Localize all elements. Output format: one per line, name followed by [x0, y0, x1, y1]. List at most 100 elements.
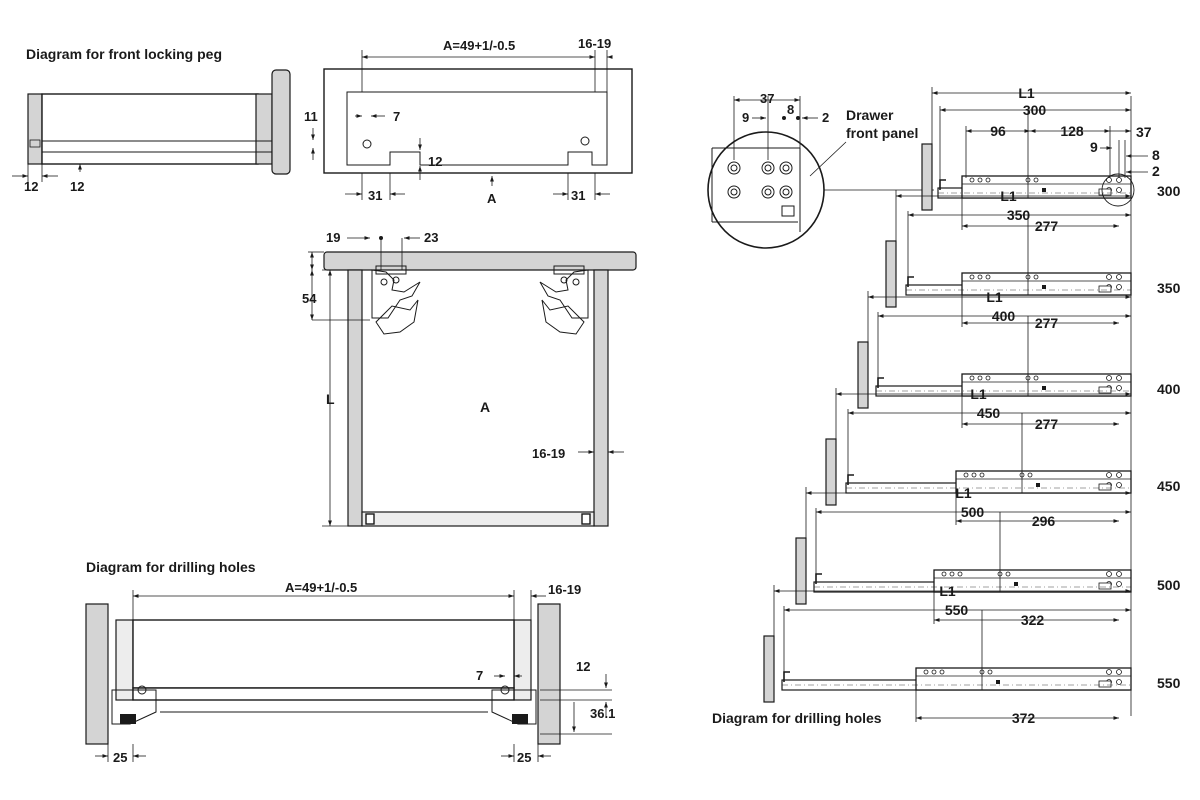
runner-size-label: 300: [1157, 183, 1181, 199]
runner-rear-hole: [1116, 274, 1122, 280]
runner-hole: [969, 375, 975, 381]
top-dim-8: 8: [1152, 147, 1160, 163]
dim-31-left: 31: [368, 188, 382, 203]
dim-23: 23: [424, 230, 438, 245]
label-drawer: Drawer: [846, 107, 894, 123]
side-dim-12-left: 12: [24, 179, 38, 194]
runner-length-label: 550: [945, 602, 969, 618]
runner-rear-hole: [1106, 472, 1112, 478]
runner-rear-hole: [1106, 669, 1112, 675]
runner-hole: [1033, 375, 1039, 381]
runner-front-panel: [857, 341, 869, 409]
runner-rear-hole: [1106, 375, 1112, 381]
top-dim-2: 2: [1152, 163, 1160, 179]
label-a-cabinet: A: [480, 399, 490, 415]
runner-length-label: 300: [1023, 102, 1047, 118]
runner-l1-label: L1: [955, 485, 972, 501]
runner-front-panel: [885, 240, 897, 308]
top-dim-128: 128: [1060, 123, 1084, 139]
detail-dim-2: 2: [822, 110, 829, 125]
runner-l1-label: L1: [986, 289, 1003, 305]
runner-hole: [977, 177, 983, 183]
dim-12-drilling: 12: [576, 659, 590, 674]
runner-stop: [1042, 386, 1046, 390]
runner-rear-hole: [1116, 375, 1122, 381]
runner-hole: [977, 274, 983, 280]
runner-hole: [979, 472, 985, 478]
runner-rear-hole: [1116, 472, 1122, 478]
dim-25-left: 25: [113, 750, 127, 765]
dim-11: 11: [304, 109, 318, 124]
title-front-locking-peg: Diagram for front locking peg: [26, 46, 222, 62]
runner-hole: [957, 571, 963, 577]
runner-bottom-label: 372: [1012, 710, 1036, 726]
runner-rear-hole: [1116, 482, 1122, 488]
runner-stop: [1042, 285, 1046, 289]
dim-7-drilling: 7: [476, 668, 483, 683]
runner-hole: [969, 274, 975, 280]
runner-hole: [1027, 472, 1033, 478]
runner-size-label: 350: [1157, 280, 1181, 296]
runner-stop: [1042, 188, 1046, 192]
runner-hole: [969, 177, 975, 183]
title-drilling-left: Diagram for drilling holes: [86, 559, 256, 575]
runner-hole: [941, 571, 947, 577]
runner-hole: [1033, 177, 1039, 183]
runner-l1-label: L1: [939, 583, 956, 599]
detail-dim-9: 9: [742, 110, 749, 125]
drilling-view: A=49+1/-0.5 16-19 7 12 36.1 25 25: [85, 580, 615, 765]
side-dim-12-right: 12: [70, 179, 84, 194]
runner-l1-label: L1: [1000, 188, 1017, 204]
label-a-front: A: [487, 191, 497, 206]
dim-16-19-drilling: 16-19: [548, 582, 581, 597]
peg-front-view: A=49+1/-0.5 16-19 11 7 12 31 31 A: [304, 36, 633, 206]
runner-l1-label: L1: [970, 386, 987, 402]
dim-7-front: 7: [393, 109, 400, 124]
runner-bottom-label: 277: [1035, 218, 1059, 234]
runner-rear-hole: [1116, 187, 1122, 193]
dim-36-1: 36.1: [590, 706, 615, 721]
top-dim-37: 37: [1136, 124, 1152, 140]
runner-length-label: 500: [961, 504, 985, 520]
runner-front-panel: [795, 537, 807, 605]
runner-latch: [1098, 386, 1112, 394]
runner-front-panel: [921, 143, 933, 211]
runner-hole: [985, 375, 991, 381]
runner-size-label: 450: [1157, 478, 1181, 494]
runner-hole: [963, 472, 969, 478]
top-detail-circle: [1101, 173, 1135, 207]
runner-hole: [971, 472, 977, 478]
dim-16-19-front: 16-19: [578, 36, 611, 51]
title-drilling-right: Diagram for drilling holes: [712, 710, 882, 726]
peg-side-view: 12 12: [12, 69, 291, 194]
runner-rear-hole: [1116, 669, 1122, 675]
runner-length-label: 400: [992, 308, 1016, 324]
runner-bottom-label: 277: [1035, 315, 1059, 331]
runner-size-label: 400: [1157, 381, 1181, 397]
runner-rear-hole: [1116, 571, 1122, 577]
runner-stop: [1036, 483, 1040, 487]
dim-a-drilling: A=49+1/-0.5: [285, 580, 357, 595]
runner-front-panel: [763, 635, 775, 703]
runner-latch: [1098, 188, 1112, 196]
dim-54: 54: [302, 291, 317, 306]
runner-rear-hole: [1116, 177, 1122, 183]
runner-hole: [977, 375, 983, 381]
runner-rear-hole: [1116, 284, 1122, 290]
runner-bottom-label: 277: [1035, 416, 1059, 432]
runner-hole: [939, 669, 945, 675]
runner-hole: [1033, 274, 1039, 280]
runner-hole: [923, 669, 929, 675]
runner-rear-hole: [1106, 177, 1112, 183]
detail-dim-37: 37: [760, 91, 774, 106]
dim-12-front: 12: [428, 154, 442, 169]
runner-hole: [985, 177, 991, 183]
runner-length-label: 450: [977, 405, 1001, 421]
runner-hole: [1005, 571, 1011, 577]
runner-bottom-label: 296: [1032, 513, 1056, 529]
detail-view: 37 9 8 2 Drawer front panel: [707, 91, 934, 249]
runner-hole: [987, 669, 993, 675]
runner-stop: [996, 680, 1000, 684]
